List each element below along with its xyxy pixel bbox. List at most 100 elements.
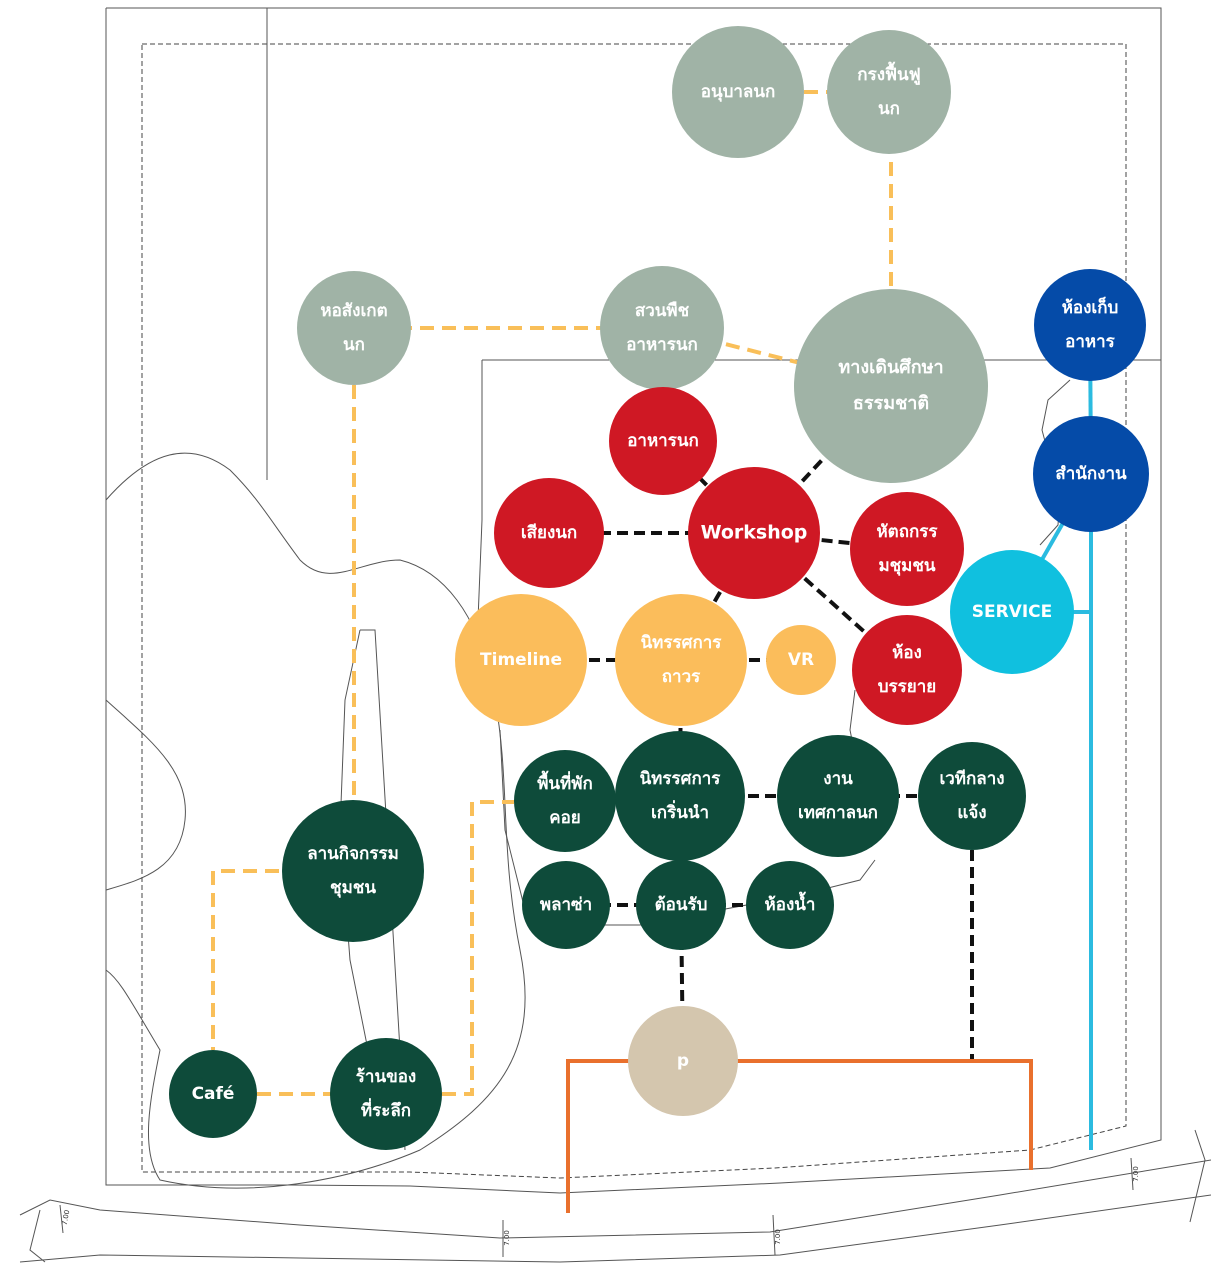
bubble-label: สวนพืช <box>635 300 690 321</box>
bubble-label: นก <box>878 99 900 119</box>
bubble-circle <box>746 861 834 949</box>
bubble-label: หอสังเกต <box>320 301 387 321</box>
bubble-circle <box>514 750 616 852</box>
bubble-circle <box>850 492 964 606</box>
bubble-label: VR <box>788 650 814 670</box>
bubble-bird-nursery: อนุบาลนก <box>672 26 804 158</box>
bubble-label: ต้อนรับ <box>655 895 708 915</box>
bubble-circle <box>282 800 424 942</box>
bubble-bird-rehab-cage: กรงฟื้นฟูนก <box>827 30 951 154</box>
bubble-workshop: Workshop <box>688 467 820 599</box>
bubble-parking: p <box>628 1006 738 1116</box>
bubble-label: พื้นที่พัก <box>537 770 593 794</box>
bubble-label: Workshop <box>701 522 808 544</box>
bubble-cafe: Café <box>169 1050 257 1138</box>
bubble-circle <box>455 594 587 726</box>
bubble-circle <box>827 30 951 154</box>
dimension-label: 7.00 <box>61 1209 72 1226</box>
link-bird-food-garden-to-nature-trail <box>661 326 892 388</box>
bubble-circle <box>918 742 1026 850</box>
bubble-circle <box>615 594 747 726</box>
bubble-label: ห้อง <box>892 643 922 663</box>
bubble-label: เกริ่นนำ <box>651 800 709 823</box>
bubble-circle <box>672 26 804 158</box>
site-outline <box>19 7 1211 1263</box>
bubble-circle <box>330 1038 442 1150</box>
bubble-label: ห้องเก็บ <box>1062 295 1119 318</box>
bubble-label: อาหาร <box>1065 332 1116 352</box>
bubble-circle <box>1033 416 1149 532</box>
bubble-bird-food: อาหารนก <box>609 387 717 495</box>
bubble-circle <box>615 731 745 861</box>
bubble-restroom: ห้องน้ำ <box>746 861 834 949</box>
bubble-label: อาหารนก <box>626 335 698 355</box>
bubble-circle <box>494 478 604 588</box>
bubble-label: แจ้ง <box>957 803 986 823</box>
bubble-label: นก <box>343 335 365 355</box>
bubble-label: ถาวร <box>662 667 701 687</box>
bubble-bird-sound: เสียงนก <box>494 478 604 588</box>
bubble-label: ทางเดินศึกษา <box>838 357 943 378</box>
space-bubbles: อนุบาลนกกรงฟื้นฟูนกหอสังเกตนกสวนพืชอาหาร… <box>169 26 1149 1150</box>
bubble-label: Café <box>192 1084 235 1104</box>
bubble-circle <box>766 625 836 695</box>
bubble-label: สำนักงาน <box>1055 464 1127 484</box>
bubble-circle <box>297 271 411 385</box>
bubble-label: Timeline <box>480 650 562 670</box>
bubble-label: SERVICE <box>972 602 1053 622</box>
bubble-label: p <box>677 1051 689 1071</box>
bubble-label: งาน <box>823 769 853 789</box>
bubble-label: ลานกิจกรรม <box>307 844 399 864</box>
bubble-circle <box>852 615 962 725</box>
link-souvenir-shop-to-rest-area <box>442 800 514 1096</box>
bubble-circle <box>169 1050 257 1138</box>
bubble-label: เสียงนก <box>521 522 577 543</box>
bubble-label: บรรยาย <box>878 677 937 697</box>
bubble-reception: ต้อนรับ <box>636 860 726 950</box>
bubble-circle <box>777 735 899 857</box>
bubble-circle <box>600 266 724 390</box>
bubble-plaza: พลาซ่า <box>522 861 610 949</box>
bubble-circle <box>628 1006 738 1116</box>
bubble-circle <box>688 467 820 599</box>
bubble-label: ร้านของ <box>356 1067 416 1087</box>
bubble-service: SERVICE <box>950 550 1074 674</box>
bubble-label: ธรรมชาติ <box>853 393 929 414</box>
bubble-label: มชุมชน <box>878 556 935 576</box>
bubble-label: เวทีกลาง <box>939 768 1004 789</box>
bubble-label: หัตถกรร <box>876 522 938 542</box>
bubble-office: สำนักงาน <box>1033 416 1149 532</box>
bubble-circle <box>522 861 610 949</box>
bubble-circle <box>1034 269 1146 381</box>
bubble-label: อาหารนก <box>627 431 699 451</box>
bubble-label: พลาซ่า <box>540 895 592 915</box>
bubble-circle <box>609 387 717 495</box>
circulation-lines <box>566 530 1093 1213</box>
bubble-label: อนุบาลนก <box>701 82 776 102</box>
bubble-vr: VR <box>766 625 836 695</box>
bubble-label: นิทรรศการ <box>641 633 723 653</box>
bubble-label: ห้องน้ำ <box>765 891 816 915</box>
bubble-label: คอย <box>549 808 581 828</box>
bubble-circle <box>950 550 1074 674</box>
dimension-label: 7.00 <box>774 1229 782 1245</box>
bubble-label: กรงฟื้นฟู <box>857 61 920 86</box>
dimension-label: 7.00 <box>503 1230 511 1246</box>
bubble-circle <box>794 289 988 483</box>
bubble-label: ที่ระลึก <box>361 1098 411 1121</box>
